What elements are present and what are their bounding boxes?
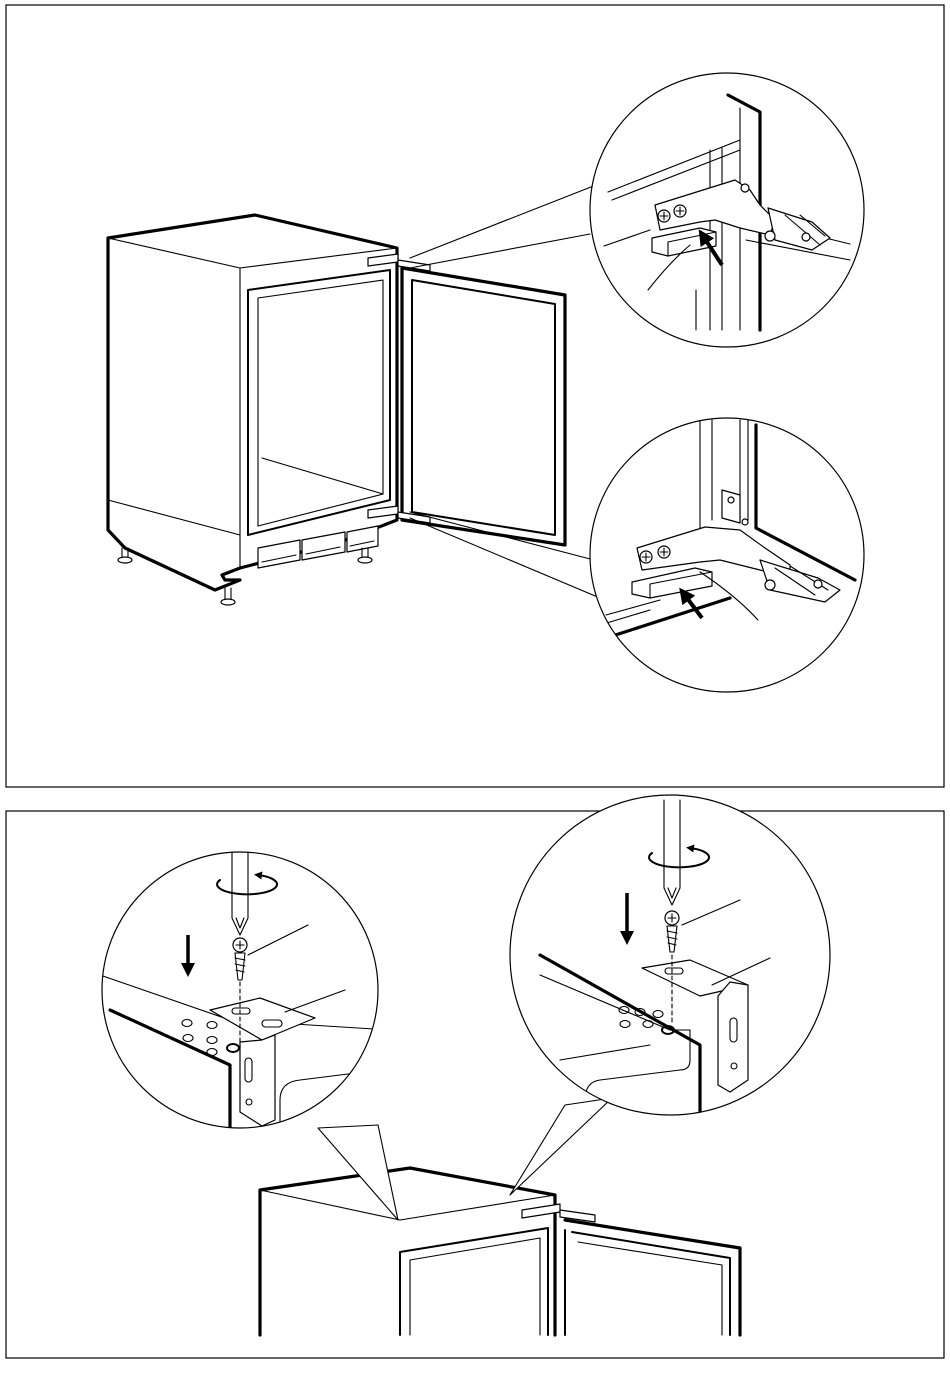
cabinet-floor-line — [262, 458, 383, 494]
magnifier-top-hinge — [590, 73, 864, 347]
bottom-hinge — [368, 506, 398, 518]
appliance-open-door — [108, 215, 565, 605]
door-inner-panel — [412, 280, 555, 535]
cabinet-inner-liner — [258, 280, 383, 526]
appliance-top — [260, 1168, 740, 1335]
adjustable-feet — [118, 548, 372, 605]
cabinet-side-plinth — [108, 500, 240, 535]
callout-left-bracket — [318, 1125, 398, 1220]
magnifier-right-bracket — [510, 795, 830, 1115]
cabinet-opening — [248, 270, 390, 535]
callout-right-bracket — [510, 1098, 612, 1195]
magnifier-left-bracket — [100, 830, 390, 1130]
callout-top-hinge — [410, 185, 596, 268]
magnifier-bottom-hinge — [590, 418, 864, 692]
panel-2-top-bracket — [6, 795, 944, 1358]
cabinet-top-edge — [108, 238, 397, 268]
door-outline — [402, 268, 565, 545]
top-hinge — [368, 254, 398, 266]
panel-1-door-hinge — [6, 5, 944, 787]
